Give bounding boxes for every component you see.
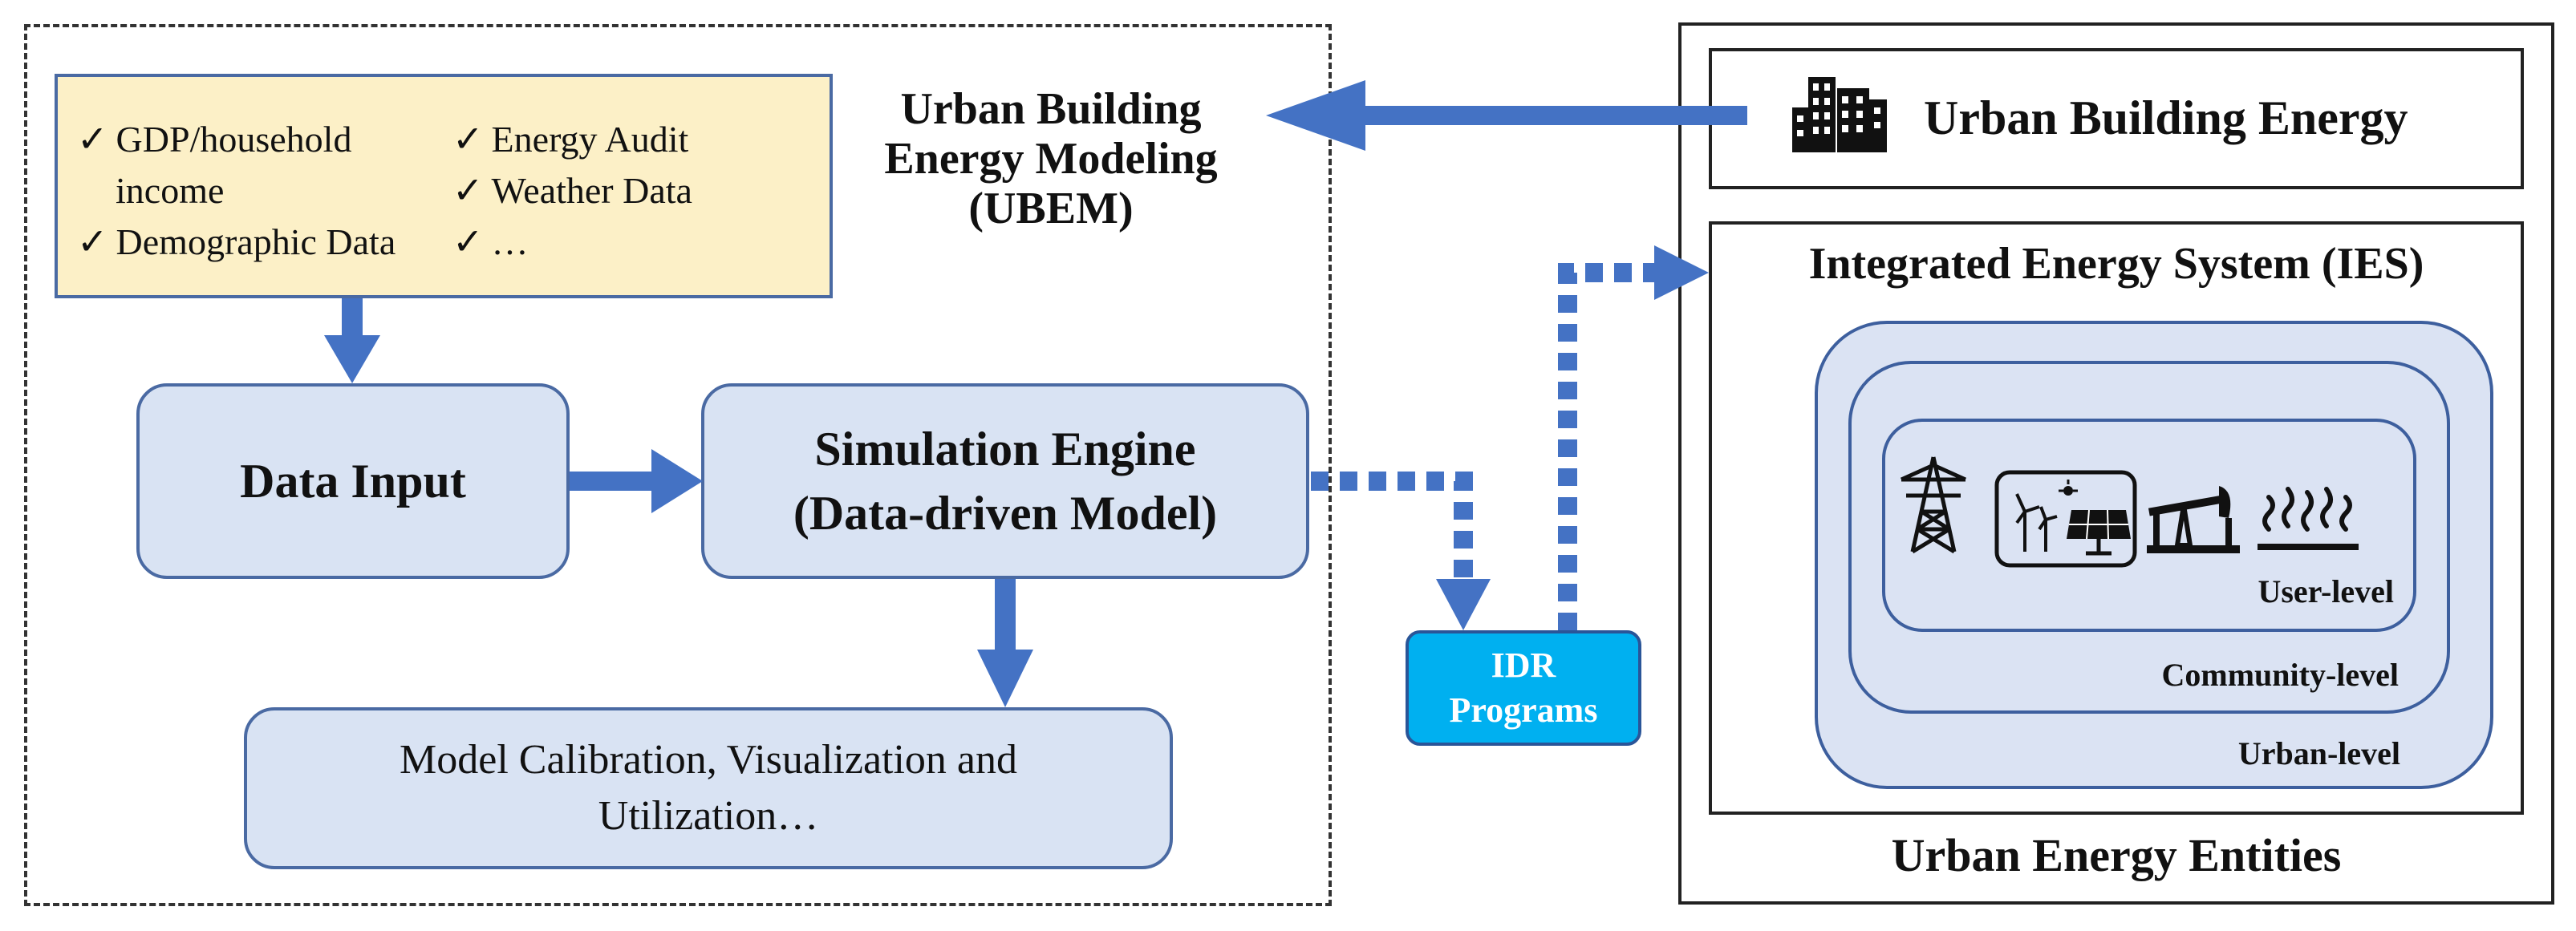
engine-to-idr-arrow [1311, 472, 1491, 630]
input-to-engine-arrow [570, 449, 703, 513]
sources-to-input-arrow [324, 298, 380, 383]
user-level-label: User-level [2258, 573, 2394, 609]
engine-to-calibration-arrow [977, 579, 1033, 707]
simulation-engine-label: Simulation Engine (Data-driven Model) [793, 423, 1218, 540]
building-icon [1792, 77, 1887, 152]
building-to-ubem-arrow [1266, 80, 1747, 151]
model-calibration-box: Model Calibration, Visualization and Uti… [244, 707, 1173, 869]
ies-title: Integrated Energy System (IES) [1808, 239, 2424, 289]
source-more: ✓… [452, 221, 529, 262]
source-income: income [116, 170, 225, 211]
urban-energy-entities-frame [1678, 22, 2554, 905]
ubem-title: Urban Building Energy Modeling (UBEM) [884, 84, 1218, 233]
simulation-engine-box: Simulation Engine (Data-driven Model) [701, 383, 1309, 579]
source-energy-audit: ✓Energy Audit [452, 119, 689, 160]
idr-programs-box: IDR Programs [1406, 630, 1641, 746]
ies-box [1709, 221, 2524, 815]
data-sources-box: ✓GDP/household income ✓Demographic Data … [55, 74, 833, 298]
ubem-frame [24, 24, 1332, 906]
oil-pump-icon [2147, 486, 2240, 553]
model-calibration-label: Model Calibration, Visualization and Uti… [400, 737, 1017, 839]
heat-icon [2258, 487, 2359, 550]
idr-to-ies-arrow [1558, 245, 1709, 630]
source-demographic: ✓Demographic Data [77, 221, 396, 262]
source-gdp: ✓GDP/household [77, 119, 352, 160]
power-tower-icon [1900, 456, 1967, 554]
data-input-box: Data Input [136, 383, 570, 579]
urban-building-energy-label: Urban Building Energy [1924, 91, 2408, 144]
community-level-label: Community-level [2161, 657, 2399, 693]
source-weather: ✓Weather Data [452, 170, 692, 211]
urban-energy-entities-title: Urban Energy Entities [1891, 829, 2342, 881]
data-input-label: Data Input [240, 454, 466, 508]
wind-solar-icon [1994, 470, 2137, 568]
urban-level-label: Urban-level [2237, 735, 2400, 771]
